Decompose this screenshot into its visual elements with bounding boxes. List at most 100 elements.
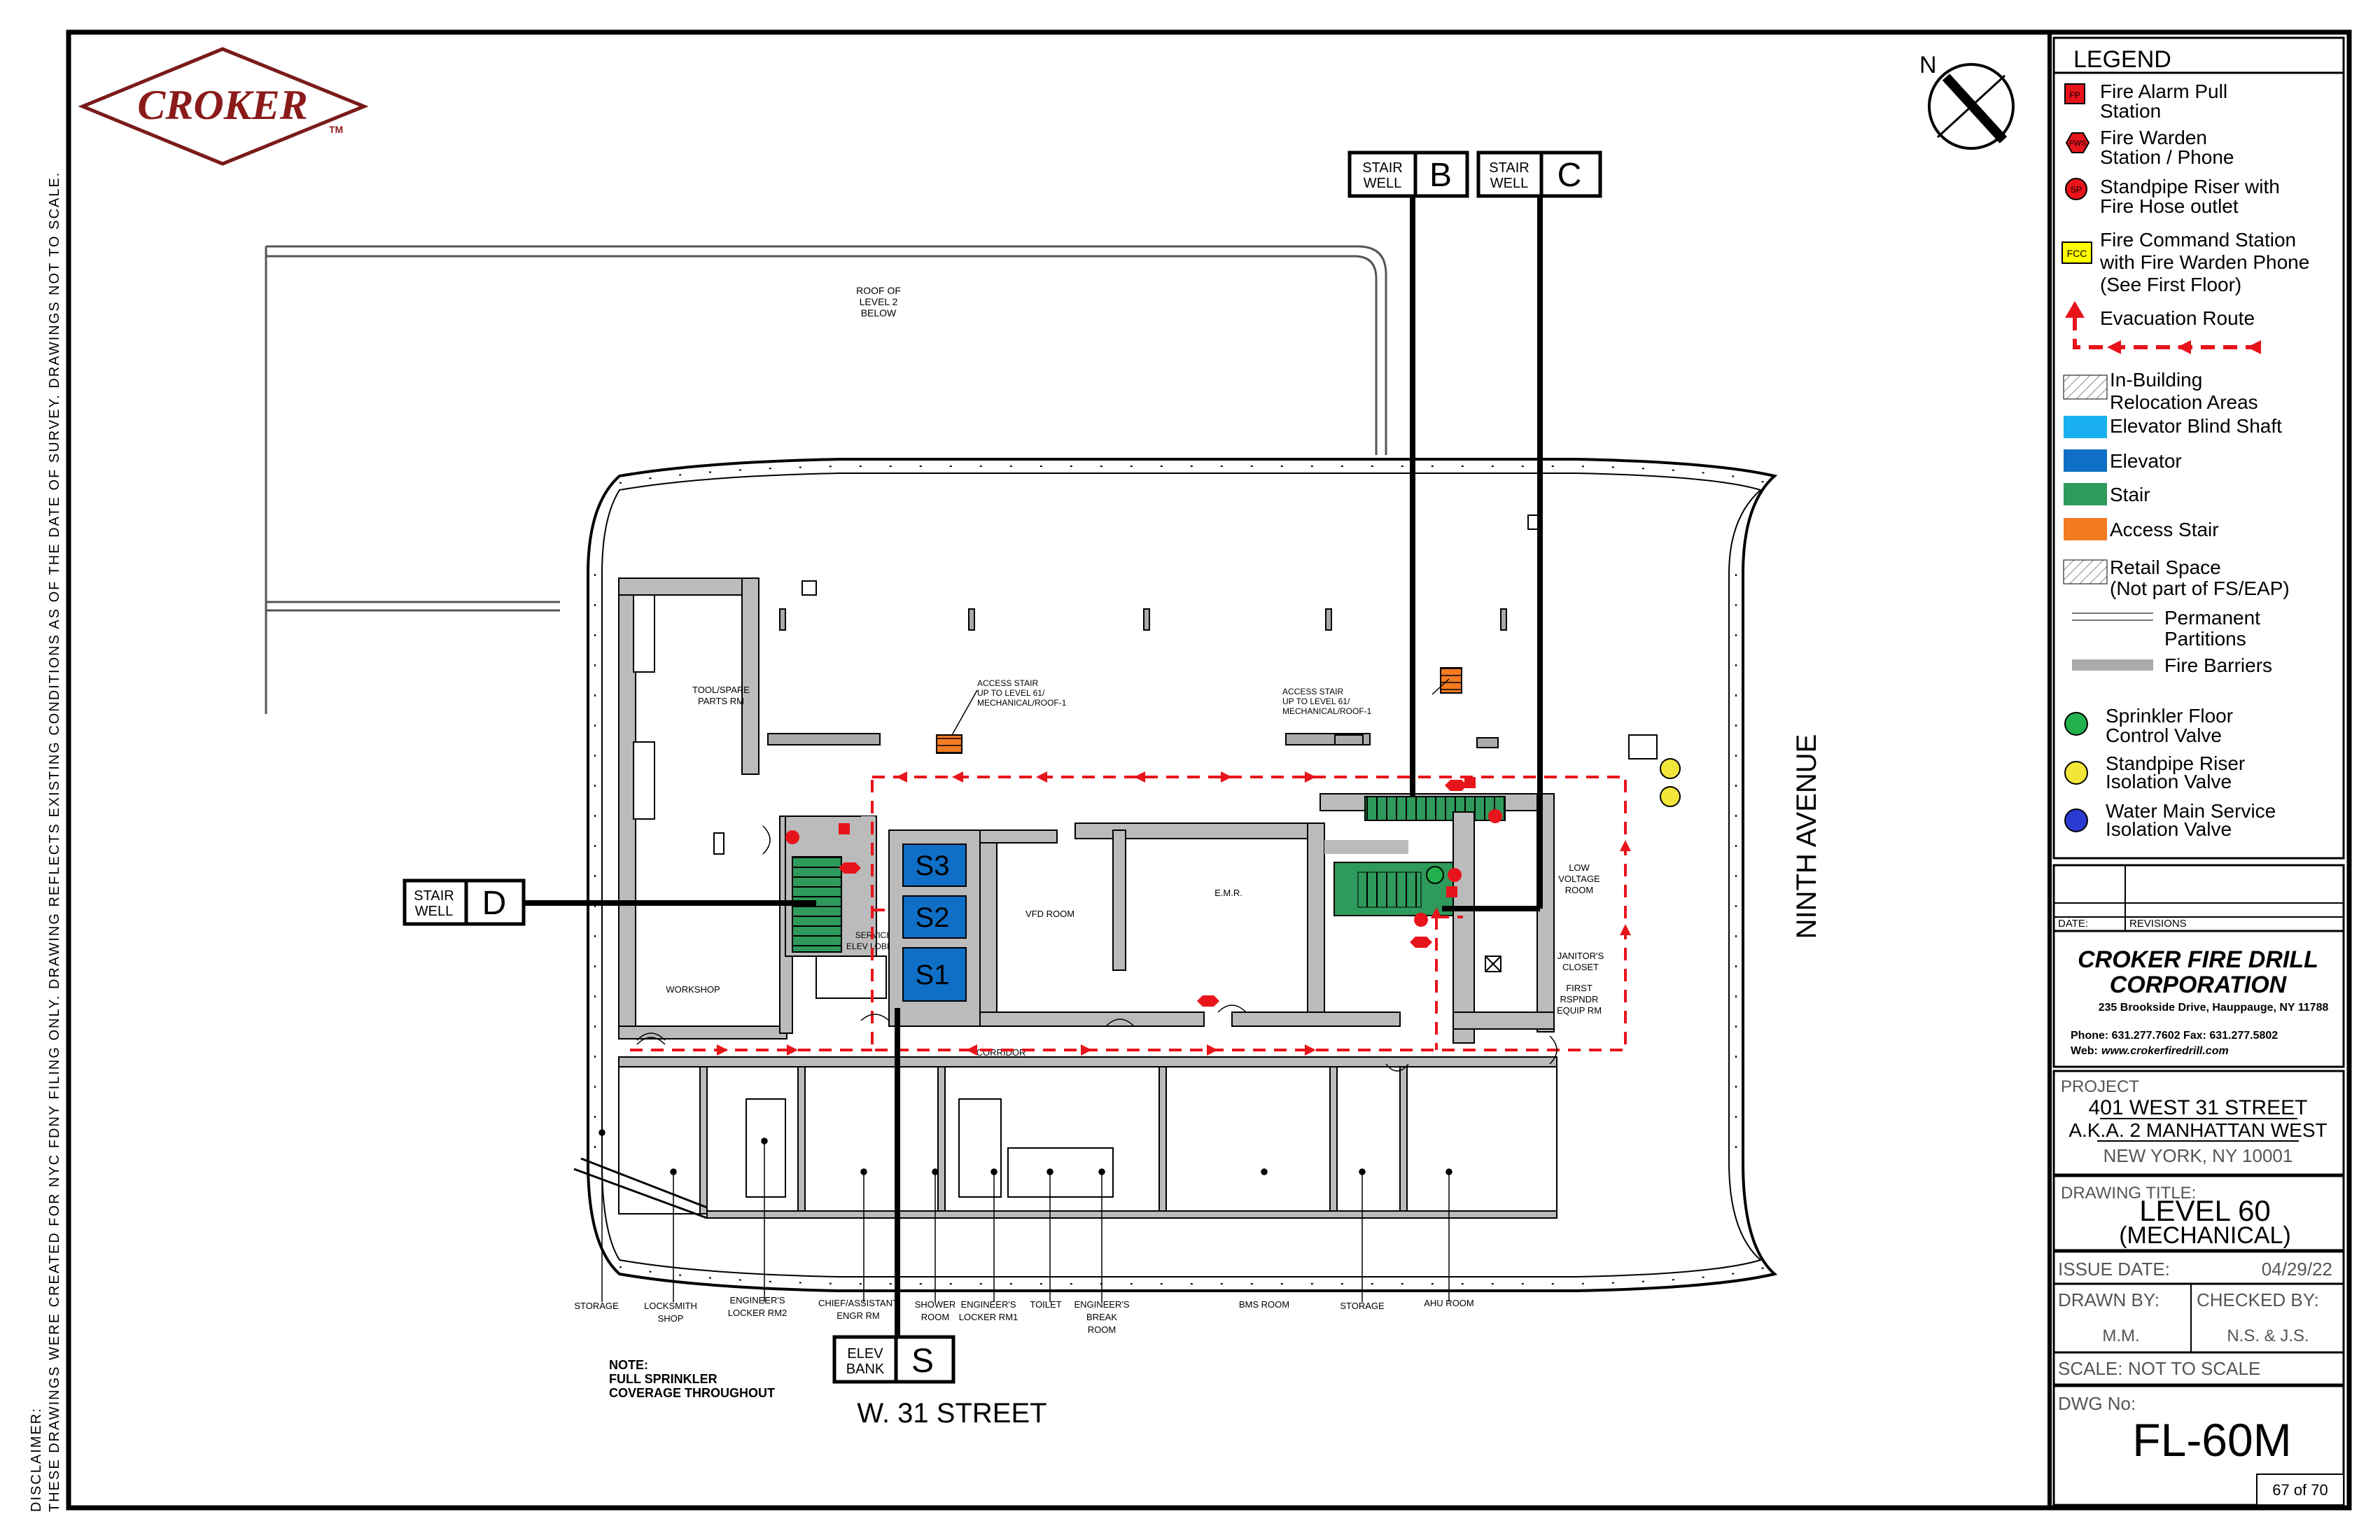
svg-text:ROOF OF: ROOF OF [856,285,901,296]
svg-text:S1: S1 [916,960,950,990]
legend-title: LEGEND [2073,46,2171,73]
svg-text:Standpipe Riser: Standpipe Riser [2106,752,2245,774]
svg-text:DRAWN BY:: DRAWN BY: [2058,1289,2160,1310]
pull-station [1446,886,1457,897]
svg-text:04/29/22: 04/29/22 [2262,1259,2332,1280]
pull-station-icon [2064,83,2085,104]
svg-text:TOOL/SPARE: TOOL/SPARE [692,685,750,695]
bottom-rooms [573,1066,1558,1219]
blind-shaft-swatch [2064,416,2107,438]
evacuation-route [630,776,1627,1051]
warden-phone-icon [1445,780,1467,791]
company-block: CROKER FIRE DRILL CORPORATION 235 Brooks… [2052,930,2345,1068]
svg-text:FP: FP [2069,90,2080,100]
standpipe-icon [1414,913,1428,927]
disclaimer: DISCLAIMER: THESE DRAWINGS WERE CREATED … [29,172,62,1512]
svg-text:with Fire Warden Phone: with Fire Warden Phone [2099,251,2309,273]
access-stair-east [1440,667,1462,694]
svg-text:PROJECT: PROJECT [2061,1077,2139,1096]
svg-text:Station / Phone: Station / Phone [2100,146,2234,168]
page-number: 67 of 70 [2272,1481,2328,1499]
svg-text:CLOSET: CLOSET [1562,962,1599,972]
mechanical-rooms: VFD ROOM E.M.R. [979,822,1401,1027]
svg-text:ROOM: ROOM [921,1312,949,1322]
elevator-s3 [902,844,967,887]
svg-text:235 Brookside Drive, Hauppauge: 235 Brookside Drive, Hauppauge, NY 11788 [2099,1002,2329,1014]
svg-text:ENGINEER'S: ENGINEER'S [729,1295,785,1306]
svg-text:UP TO LEVEL 61/: UP TO LEVEL 61/ [1282,696,1350,706]
svg-text:Water Main Service: Water Main Service [2106,800,2276,822]
svg-text:401 WEST 31 STREET: 401 WEST 31 STREET [2089,1096,2308,1119]
svg-text:SCALE:: SCALE: [2058,1358,2123,1379]
svg-text:DISCLAIMER:: DISCLAIMER: [29,1407,44,1512]
svg-text:Station: Station [2100,100,2161,122]
warden-station-icon [2065,132,2090,153]
project-block: PROJECT 401 WEST 31 STREET A.K.A. 2 MANH… [2052,1070,2345,1176]
evacuation-arrows [717,771,1631,1056]
pull-station [839,823,850,834]
svg-text:DWG No:: DWG No: [2058,1393,2136,1414]
svg-text:NOT TO SCALE: NOT TO SCALE [2128,1358,2260,1379]
svg-text:DRAWING TITLE:: DRAWING TITLE: [2061,1184,2196,1203]
svg-text:D: D [482,885,507,922]
svg-text:Isolation Valve: Isolation Valve [2106,771,2232,792]
logo-tm: TM [329,124,343,135]
standpipe-riser-icon [2065,178,2087,200]
svg-text:LOCKER RM2: LOCKER RM2 [728,1308,788,1318]
warden-phone-icon [1197,995,1219,1007]
svg-text:LOCKSMITH: LOCKSMITH [644,1301,697,1311]
stairwell-c-tag: STAIR WELL C [1476,150,1602,198]
svg-text:FIRST: FIRST [1566,983,1592,993]
svg-text:ELEV: ELEV [847,1346,883,1362]
svg-text:LOCKER RM1: LOCKER RM1 [959,1312,1018,1322]
svg-text:LEVEL 2: LEVEL 2 [860,296,898,307]
svg-text:FULL SPRINKLER: FULL SPRINKLER [609,1372,718,1386]
svg-text:ELEV LOBBY: ELEV LOBBY [846,941,898,951]
bottom-room-labels: STORAGE LOCKSMITH SHOP ENGINEER'S LOCKER… [574,1295,1474,1335]
svg-text:CORPORATION: CORPORATION [2110,972,2288,998]
svg-text:Sprinkler Floor: Sprinkler Floor [2106,705,2233,727]
svg-text:In-Building: In-Building [2110,369,2202,391]
svg-text:NOTE:: NOTE: [609,1358,648,1372]
svg-text:Permanent: Permanent [2164,607,2260,629]
svg-text:SP: SP [2071,185,2082,195]
standpipe-icon [1448,868,1462,882]
building-outline [587,458,1778,1292]
svg-text:Fire Barriers: Fire Barriers [2164,654,2272,676]
svg-text:LEVEL 60: LEVEL 60 [2139,1194,2271,1227]
access-stair-swatch [2064,518,2107,540]
svg-text:BREAK: BREAK [1086,1312,1117,1322]
issue-date-block: ISSUE DATE: 04/29/22 [2052,1250,2345,1285]
drawn-checked-block: DRAWN BY: M.M. CHECKED BY: N.S. & J.S. [2052,1282,2345,1354]
svg-text:Elevator: Elevator [2110,450,2182,472]
elevator-s1 [902,947,967,1002]
svg-text:FCC: FCC [2067,248,2087,259]
svg-text:ROOM: ROOM [1565,885,1593,895]
evac-arrow-icon [2065,301,2085,318]
svg-text:Partitions: Partitions [2164,628,2246,650]
svg-text:MECHANICAL/ROOF-1: MECHANICAL/ROOF-1 [1282,706,1372,716]
svg-text:CHIEF/ASSISTANT: CHIEF/ASSISTANT [818,1298,898,1308]
svg-text:Standpipe Riser with: Standpipe Riser with [2100,176,2280,197]
svg-text:(MECHANICAL): (MECHANICAL) [2119,1222,2291,1249]
east-core: LOW VOLTAGE ROOM JANITOR'S CLOSET FIRST … [1320,793,1604,1044]
svg-text:REVISIONS: REVISIONS [2129,918,2187,930]
svg-text:M.M.: M.M. [2102,1326,2139,1345]
north-arrow: N [1919,52,2015,150]
svg-text:S: S [911,1343,934,1380]
sheet-border [66,29,2352,1511]
svg-text:JANITOR'S: JANITOR'S [1558,951,1604,961]
svg-text:STAIR: STAIR [1489,160,1529,176]
street-w31: W. 31 STREET [857,1398,1046,1429]
standpipe-isolation-icon [1660,758,1681,779]
svg-text:(Not part of FS/EAP): (Not part of FS/EAP) [2110,578,2290,599]
drawing-title-block: DRAWING TITLE: LEVEL 60 (MECHANICAL) [2052,1175,2345,1252]
dwg-number-block: DWG No: FL-60M 67 of 70 [2052,1385,2345,1506]
svg-text:S3: S3 [916,850,950,881]
svg-text:www.crokerfiredrill.com: www.crokerfiredrill.com [2101,1045,2229,1057]
svg-text:AHU ROOM: AHU ROOM [1424,1298,1474,1308]
svg-text:VOLTAGE: VOLTAGE [1558,874,1600,884]
svg-text:Control Valve: Control Valve [2106,724,2222,746]
svg-text:ROOM: ROOM [1088,1324,1116,1335]
